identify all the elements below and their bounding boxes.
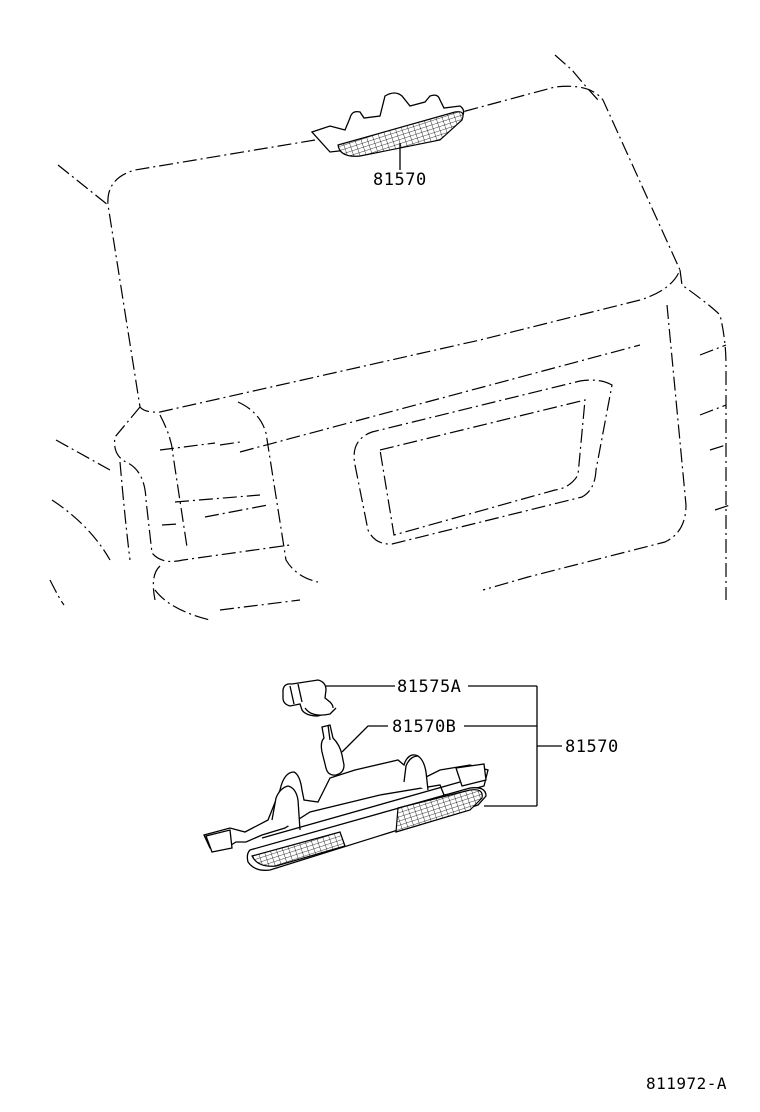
callout-bracket	[464, 685, 562, 807]
socket-81575A-illustration	[282, 679, 395, 717]
bulb-81570B-illustration	[320, 724, 388, 776]
installed-stop-lamp-illustration	[310, 92, 465, 170]
stop-lamp-assembly-illustration	[203, 754, 489, 871]
vehicle-rear-outline	[49, 54, 731, 621]
figure-code: 811972-A	[645, 1074, 729, 1093]
callout-bulb: 81570B	[391, 717, 458, 737]
callout-top-assembly: 81570	[372, 170, 428, 190]
callout-lamp-assembly: 81570	[564, 737, 620, 757]
callout-socket: 81575A	[396, 677, 463, 697]
